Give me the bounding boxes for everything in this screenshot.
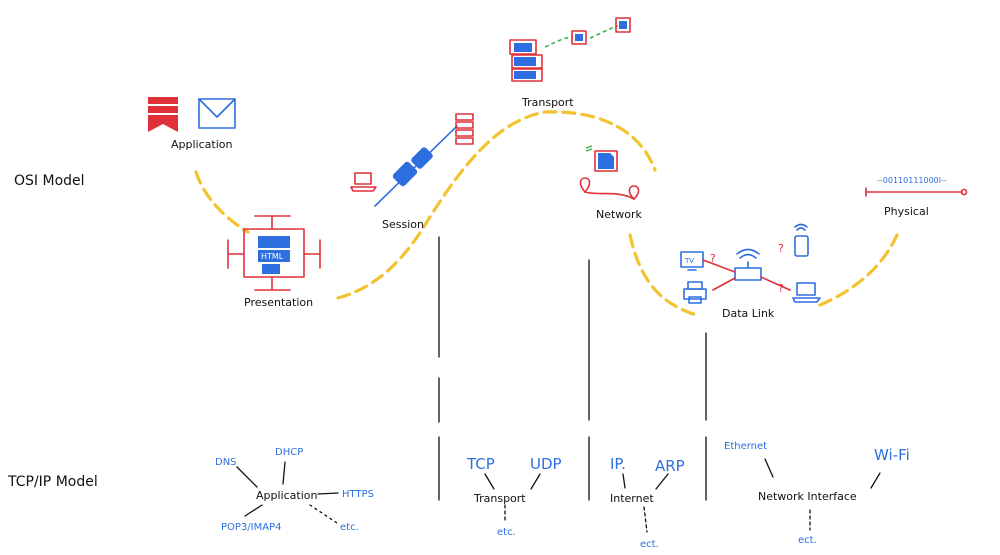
router-icon	[734, 248, 762, 281]
router-link-line	[702, 259, 791, 291]
server-icon	[455, 113, 474, 145]
tv-icon: TV	[680, 251, 704, 271]
question-mark: ?	[778, 282, 784, 295]
osi-title: OSI Model	[14, 173, 85, 189]
osi-data-link-node: TV ? ? ? Data Link	[680, 223, 821, 320]
html-frame-icon: HTML	[227, 215, 321, 291]
protocol-arp: ARP	[655, 457, 685, 475]
tcpip-network-interface-label: Network Interface	[758, 490, 857, 503]
document-icon	[585, 145, 618, 172]
osi-application-node: Application	[148, 97, 236, 151]
osi-session-label: Session	[382, 218, 424, 231]
protocol-https: HTTPS	[342, 489, 374, 500]
bookmark-stack-icon	[148, 97, 178, 132]
tcpip-application-group: Application DNS DHCP HTTPS POP3/IMAP4 et…	[215, 447, 374, 533]
protocol-tcp: TCP	[466, 455, 495, 473]
svg-text:HTML: HTML	[261, 252, 284, 261]
phone-icon	[794, 223, 809, 257]
question-mark: ?	[710, 252, 716, 265]
protocol-ethernet: Ethernet	[724, 441, 767, 452]
protocol-dhcp: DHCP	[275, 447, 303, 458]
svg-text:TV: TV	[684, 257, 694, 265]
cable-icon	[865, 187, 968, 197]
laptop-icon	[350, 172, 377, 192]
osi-application-label: Application	[171, 138, 232, 151]
protocol-pop3-imap4: POP3/IMAP4	[221, 522, 281, 533]
osi-transport-node: Transport	[509, 17, 631, 109]
osi-network-node: Network	[579, 145, 643, 221]
protocol-dns: DNS	[215, 457, 237, 468]
location-pin-icon	[579, 177, 640, 200]
osi-presentation-node: HTML Presentation	[227, 215, 321, 309]
envelope-icon	[198, 98, 236, 129]
osi-presentation-label: Presentation	[244, 296, 313, 309]
tcpip-transport-group: Transport TCP UDP etc.	[466, 455, 562, 538]
protocol-etc: ect.	[640, 539, 659, 550]
printer-icon	[683, 281, 707, 304]
laptop-icon	[792, 282, 821, 303]
protocol-udp: UDP	[530, 455, 562, 473]
tcpip-application-label: Application	[256, 489, 317, 502]
osi-physical-label: Physical	[884, 205, 929, 218]
tcpip-internet-group: Internet IP. ARP ect.	[610, 455, 685, 550]
plug-icon	[374, 125, 458, 207]
html-stack-icon	[509, 39, 543, 82]
protocol-ip: IP.	[610, 455, 626, 473]
osi-network-label: Network	[596, 208, 643, 221]
osi-wave-line	[194, 110, 899, 318]
protocol-etc: etc.	[340, 522, 359, 533]
tcpip-transport-label: Transport	[473, 492, 526, 505]
tcpip-internet-label: Internet	[610, 492, 654, 505]
protocol-wifi: Wi-Fi	[874, 446, 910, 464]
tcpip-network-interface-group: Network Interface Ethernet Wi-Fi ect.	[724, 441, 910, 546]
osi-session-node: Session	[350, 113, 474, 231]
osi-data-link-label: Data Link	[722, 307, 775, 320]
question-mark: ?	[778, 242, 784, 255]
protocol-etc: etc.	[497, 527, 516, 538]
osi-transport-label: Transport	[521, 96, 574, 109]
protocol-etc: ect.	[798, 535, 817, 546]
physical-bits-text: --00110111000l--	[877, 176, 947, 185]
packet-icon	[571, 17, 631, 45]
osi-physical-node: --00110111000l-- Physical	[865, 176, 968, 218]
layer-dividers	[438, 236, 707, 501]
tcpip-title: TCP/IP Model	[7, 474, 98, 490]
